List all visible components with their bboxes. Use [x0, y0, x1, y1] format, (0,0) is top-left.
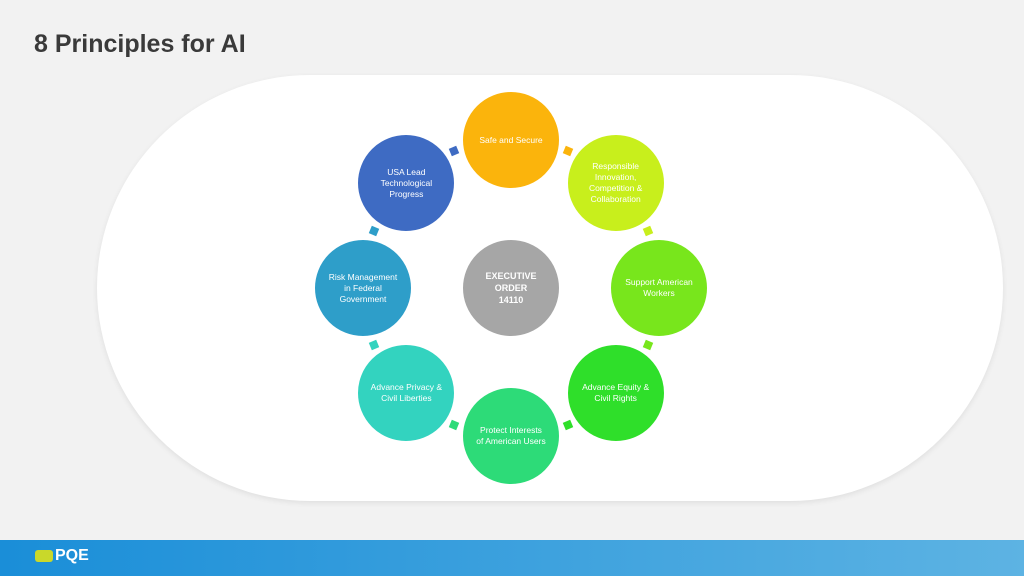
logo-icon [35, 550, 53, 562]
footer-bar [0, 540, 1024, 576]
principle-node-support-american-workers: Support American Workers [609, 238, 709, 338]
center-node-executive-order: EXECUTIVE ORDER 14110 [461, 238, 561, 338]
principle-node-safe-and-secure: Safe and Secure [461, 90, 561, 190]
company-logo: PQE [35, 547, 89, 565]
principle-node-advance-privacy: Advance Privacy & Civil Liberties [356, 342, 457, 443]
principle-node-usa-lead: USA Lead Technological Progress [356, 133, 457, 234]
principle-node-risk-management: Risk Management in Federal Government [313, 238, 413, 338]
logo-text: PQE [55, 547, 89, 564]
principle-node-advance-equity: Advance Equity & Civil Rights [565, 342, 666, 443]
page-title: 8 Principles for AI [34, 30, 246, 58]
principle-node-responsible-innovation: Responsible Innovation, Competition & Co… [565, 133, 666, 234]
principle-node-protect-american-users: Protect Interests of American Users [461, 386, 561, 486]
